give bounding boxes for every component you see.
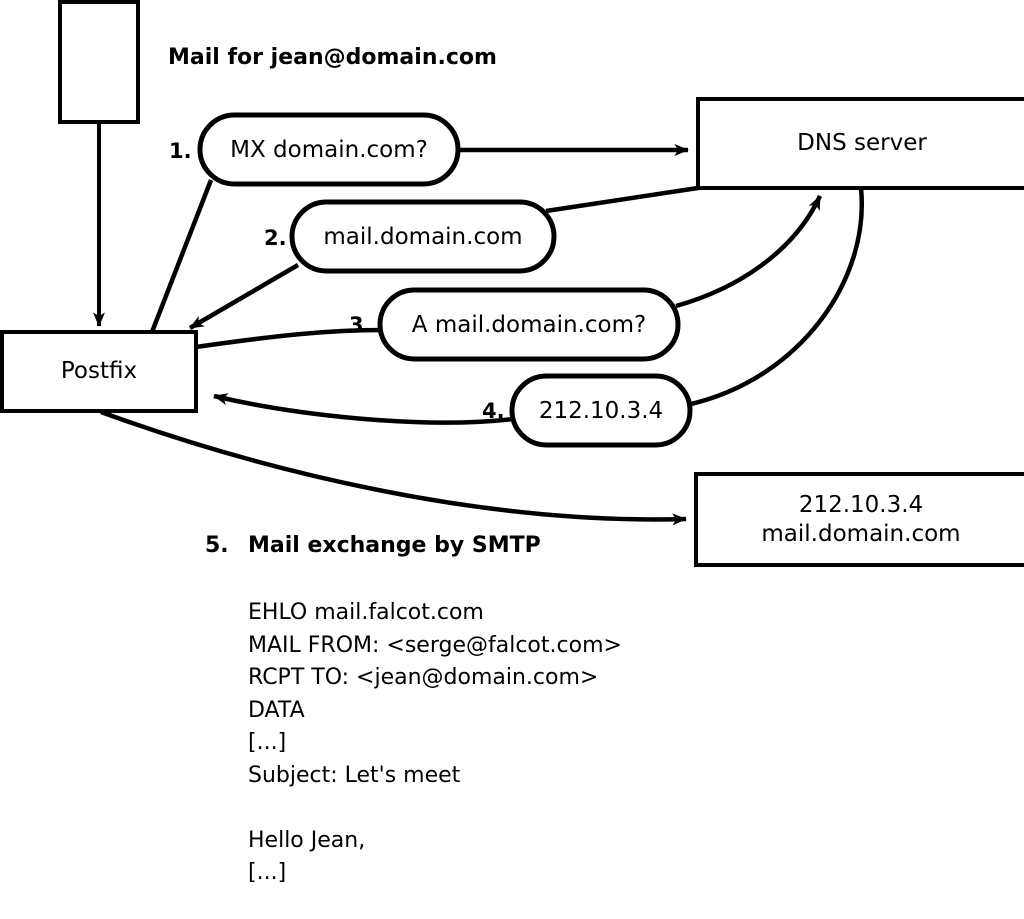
smtp-transcript-line: EHLO mail.falcot.com — [248, 600, 484, 625]
smtp-transcript-line: [...] — [248, 860, 287, 885]
smtp-transcript-line: [...] — [248, 730, 287, 755]
bubble-step2 — [289, 199, 557, 274]
smtp-transcript-line: Hello Jean, — [248, 827, 366, 853]
source-box — [58, 0, 140, 124]
smtp-transcript-line: RCPT TO: <jean@domain.com> — [248, 665, 599, 690]
arrow-step3-to-dns — [675, 195, 823, 309]
smtp-transcript-line — [248, 890, 622, 919]
postfix-box — [0, 330, 198, 413]
smtp-transcript-line — [248, 792, 622, 825]
arrow-step4-to-postfix — [213, 393, 514, 425]
step-5-number: 5. — [205, 533, 229, 558]
bubble-step1 — [197, 112, 461, 187]
step-1-number: 1. — [169, 139, 192, 163]
connector-step3-tail — [195, 327, 383, 350]
connector-step1-tail — [149, 179, 214, 333]
connector-step4-tail — [690, 187, 865, 407]
page-title: Mail for jean@domain.com — [168, 45, 497, 70]
bubble-step4 — [509, 373, 693, 448]
smtp-transcript-line: MAIL FROM: <serge@falcot.com> — [248, 632, 622, 658]
bubble-step3 — [377, 287, 681, 362]
connector-step2-tail — [545, 185, 699, 214]
smtp-transcript-line: Subject: Let's meet — [248, 762, 461, 788]
step-2-number: 2. — [264, 226, 287, 250]
arrow-step5-smtp — [100, 409, 687, 526]
smtp-transcript-line: DATA — [248, 697, 305, 723]
dns-server-box — [696, 97, 1024, 190]
remote-mail-server-box — [694, 472, 1024, 567]
step-4-number: 4. — [482, 399, 505, 423]
step-3-number: 3. — [349, 313, 372, 337]
arrow-step2-to-postfix — [188, 263, 300, 330]
step-5-label: Mail exchange by SMTP — [248, 533, 541, 558]
